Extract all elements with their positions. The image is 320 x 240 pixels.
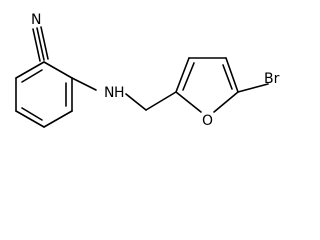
benzene-bond-1 — [43, 61, 73, 79]
amine-nitrogen-label: N — [104, 85, 114, 101]
benzene-inner-double-2 — [21, 107, 43, 121]
benzene-bond-6 — [15, 61, 45, 79]
furan-bond-c4-c5 — [225, 57, 239, 93]
furan-to-bromine-bond — [237, 83, 269, 93]
furan-inner-double-2 — [222, 64, 233, 90]
furan-bond-c2-c3 — [175, 57, 190, 93]
nitrile-triple-bond-3 — [32, 28, 41, 62]
benzene-inner-double-3 — [21, 69, 43, 83]
methylene-to-furan-bond — [145, 91, 177, 111]
nitrile-triple-bond-2 — [40, 26, 49, 60]
benzene-bond-4 — [15, 110, 45, 128]
molecule-drawing: N N H O Br — [15, 12, 280, 129]
furan-bond-c5-o — [213, 91, 239, 113]
nitrile-nitrogen-label: N — [31, 12, 41, 28]
structure-diagram: N N H O Br — [15, 12, 280, 129]
furan-bond-o-c2 — [175, 91, 202, 113]
amine-to-methylene-bond — [125, 93, 147, 111]
aryl-to-amine-bond — [71, 77, 97, 91]
benzene-bond-3 — [43, 110, 73, 128]
nitrile-triple-bond-1 — [36, 27, 45, 61]
bromine-label: Br — [264, 71, 280, 87]
furan-oxygen-label: O — [202, 113, 213, 129]
amine-hydrogen-label: H — [114, 85, 125, 101]
furan-inner-double-1 — [182, 62, 195, 91]
